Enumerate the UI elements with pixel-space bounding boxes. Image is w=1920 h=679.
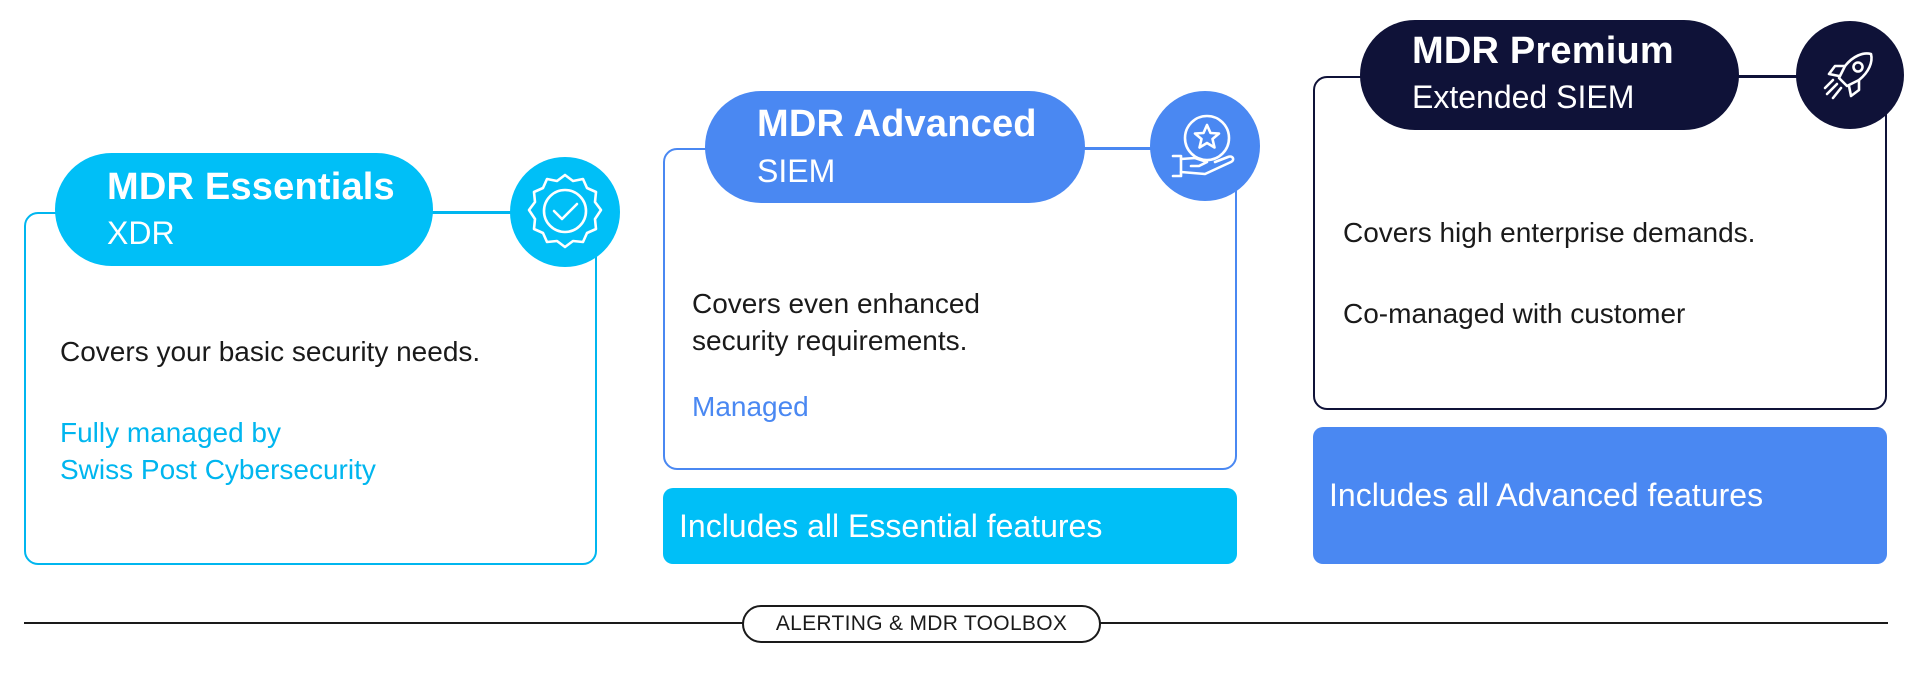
tier-header-essentials: MDR Essentials XDR — [55, 153, 433, 266]
includes-essential-box: Includes all Essential features — [663, 488, 1237, 564]
tier-management-note-advanced: Managed — [692, 388, 809, 425]
tier-title: MDR Premium — [1412, 30, 1674, 72]
tier-management-note-premium: Co-managed with customer — [1343, 295, 1685, 332]
tier-card-premium — [1313, 76, 1887, 410]
toolbox-label: ALERTING & MDR TOOLBOX — [742, 605, 1101, 643]
description-line: Covers high enterprise demands. — [1343, 217, 1756, 248]
description-line: Covers even enhanced — [692, 288, 980, 319]
tier-title: MDR Advanced — [757, 103, 1037, 145]
tier-header-premium: MDR Premium Extended SIEM — [1360, 20, 1739, 130]
tier-subtitle: Extended SIEM — [1412, 79, 1635, 115]
tier-connector-advanced — [1084, 147, 1154, 149]
note-line: Managed — [692, 391, 809, 422]
tier-card-essentials — [24, 212, 597, 565]
tier-connector-essentials — [432, 211, 512, 213]
tier-description-advanced: Covers even enhanced security requiremen… — [692, 285, 980, 359]
note-line: Fully managed by — [60, 417, 282, 448]
tier-description-premium: Covers high enterprise demands. — [1343, 214, 1755, 251]
note-line: Swiss Post Cybersecurity — [60, 454, 376, 485]
tier-subtitle: SIEM — [757, 153, 836, 189]
hand-star-icon — [1150, 91, 1260, 201]
rocket-icon — [1796, 21, 1904, 129]
tier-header-advanced: MDR Advanced SIEM — [705, 91, 1085, 203]
tier-management-note-essentials: Fully managed by Swiss Post Cybersecurit… — [60, 414, 376, 488]
tier-description-essentials: Covers your basic security needs. — [60, 333, 480, 370]
badge-check-icon — [510, 157, 620, 267]
tier-title: MDR Essentials — [107, 166, 395, 208]
includes-advanced-box: Includes all Advanced features — [1313, 427, 1887, 564]
description-line: security requirements. — [692, 325, 968, 356]
tier-connector-premium — [1738, 75, 1798, 77]
description-line: Covers your basic security needs. — [60, 336, 481, 367]
note-line: Co-managed with customer — [1343, 298, 1686, 329]
tier-subtitle: XDR — [107, 215, 175, 251]
